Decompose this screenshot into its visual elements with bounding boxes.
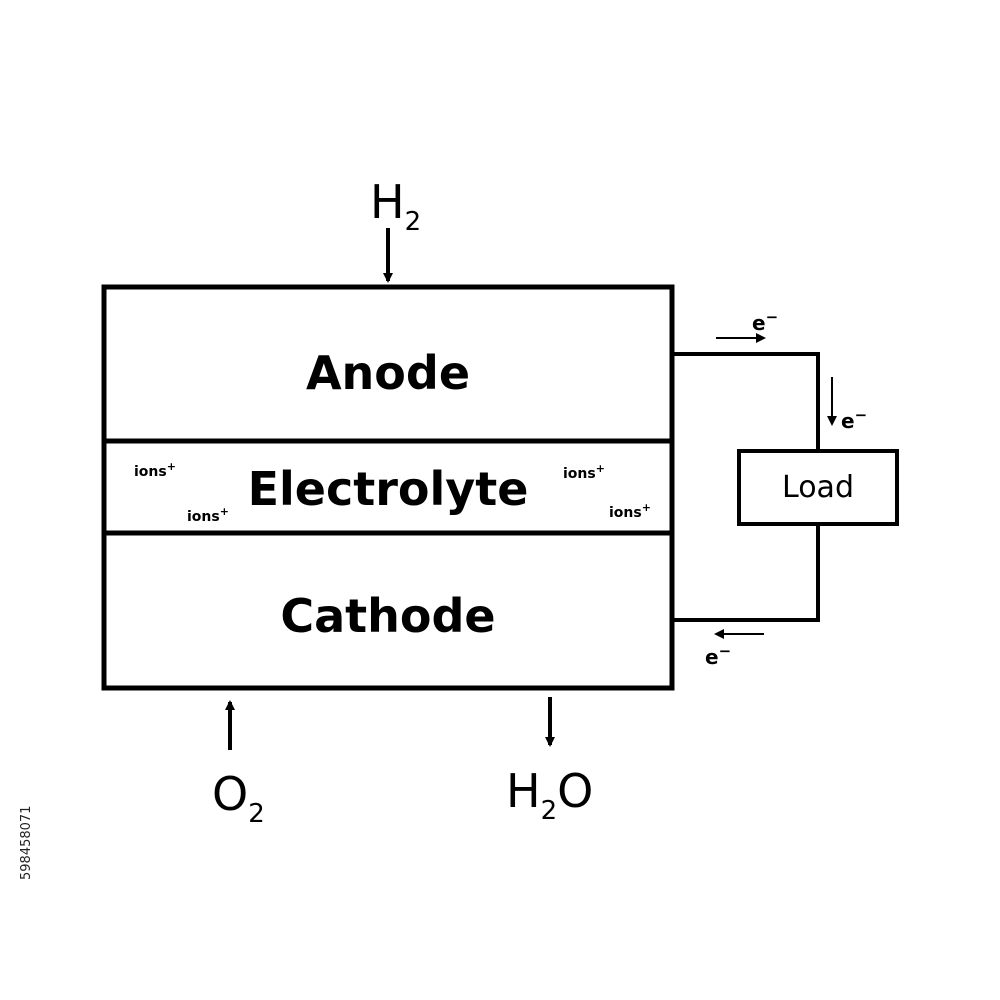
- fuel-cell-outline: [101, 284, 675, 691]
- ion-label-4: ions+: [609, 501, 651, 521]
- watermark-id: 598458071: [19, 806, 34, 880]
- electron-label-right: e−: [841, 406, 867, 433]
- load-label: Load: [782, 470, 854, 505]
- electrolyte-label: Electrolyte: [248, 462, 529, 516]
- hydrogen-input-label: H2: [370, 175, 421, 237]
- external-circuit-wire: [672, 352, 820, 622]
- electron-label-bottom: e−: [705, 642, 731, 669]
- water-output-label: H2O: [506, 764, 593, 826]
- anode-label: Anode: [306, 346, 470, 400]
- load-box: [737, 449, 899, 526]
- ion-label-1: ions+: [134, 460, 176, 480]
- cathode-label: Cathode: [280, 589, 495, 643]
- ion-label-2: ions+: [187, 505, 229, 525]
- ion-label-3: ions+: [563, 462, 605, 482]
- oxygen-input-label: O2: [212, 767, 265, 829]
- electron-label-top: e−: [752, 308, 778, 335]
